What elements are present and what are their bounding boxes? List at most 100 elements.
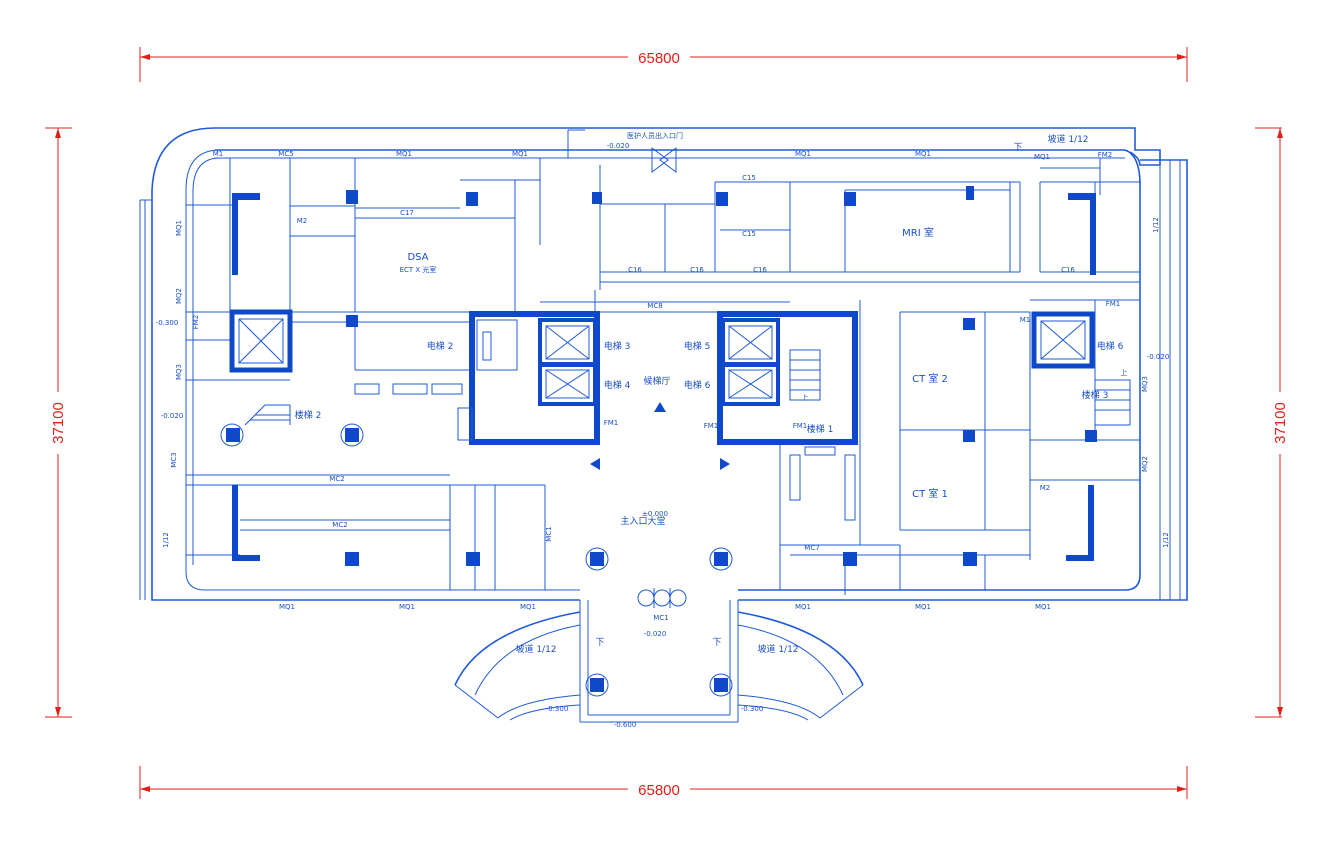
label-mq1-i: MQ1 [795, 603, 811, 611]
label-mq1-b: MQ1 [512, 150, 528, 158]
elevation-labels: -0.020 -0.020 -0.020 -0.020 -0.300 -0.30… [156, 142, 1170, 729]
label-elev-300-side: -0.300 [156, 319, 179, 327]
seating [354, 383, 856, 521]
dimension-bottom: 65800 [139, 766, 1188, 799]
label-ramp-top: 坡道 1/12 [1047, 133, 1088, 145]
dimension-right: 37100 [1255, 127, 1290, 718]
label-c16-b: C16 [690, 266, 704, 274]
label-mc1-side: MC1 [545, 526, 553, 541]
dimension-top-value: 65800 [638, 50, 680, 67]
slope-labels: 坡道 1/12 坡道 1/12 坡道 1/12 1/12 1/12 1/12 [162, 133, 1170, 655]
label-elevator-6b: 电梯 6 [1097, 340, 1124, 352]
label-mq2-right: MQ2 [1141, 456, 1149, 472]
label-stair-2: 楼梯 2 [295, 409, 322, 421]
stair-3 [1094, 379, 1131, 426]
label-elevator-3: 电梯 3 [604, 340, 631, 352]
label-dsa-sub: ECT X 光室 [400, 265, 437, 274]
label-mq1-k: MQ1 [1035, 603, 1051, 611]
label-mc5: MC5 [278, 150, 293, 158]
thick-walls [232, 186, 974, 561]
label-c16-a: C16 [628, 266, 642, 274]
dimension-top: 65800 [139, 47, 1188, 82]
label-elevator-4: 电梯 4 [604, 379, 631, 391]
entrance-canopy [454, 588, 864, 723]
medical-entrance-door [567, 129, 677, 173]
label-mq1-j: MQ1 [915, 603, 931, 611]
dimension-left: 37100 [45, 127, 72, 718]
label-ct2: CT 室 2 [912, 372, 948, 385]
stair-core-right [1031, 193, 1096, 561]
label-slope-left: 1/12 [162, 532, 170, 548]
central-elevator-core [469, 311, 600, 445]
label-mq1-h: MQ1 [520, 603, 536, 611]
stair-2 [244, 404, 291, 426]
label-m2-b: M2 [1040, 484, 1051, 492]
label-m1-a: M1 [213, 150, 224, 158]
label-m1-b: M1 [1020, 316, 1031, 324]
label-fm1-c: FM1 [793, 422, 808, 430]
dimension-bottom-value: 65800 [638, 782, 680, 799]
structural-columns [220, 190, 1097, 697]
label-mc2-a: MC2 [329, 475, 344, 483]
label-mc1: MC1 [653, 614, 668, 622]
label-mq1-f: MQ1 [279, 603, 295, 611]
label-mq1-left: MQ1 [175, 220, 183, 236]
label-mc3-left: MC3 [170, 452, 178, 467]
label-fm2-top: FM2 [1098, 151, 1113, 159]
label-elev-600: -0.600 [614, 721, 637, 729]
mark-down-top: 下 [1013, 143, 1022, 153]
label-mq1-a: MQ1 [396, 150, 412, 158]
label-elevator-6: 电梯 6 [684, 379, 711, 391]
label-c16-c: C16 [753, 266, 767, 274]
label-elevator-hall: 候梯厅 [643, 375, 670, 387]
label-elev-right: -0.020 [1147, 353, 1170, 361]
label-mc2-b: MC2 [332, 521, 347, 529]
label-medical-entrance: 医护人员出入口门 [627, 131, 683, 140]
label-mc7: MC7 [804, 544, 819, 552]
door-labels: MC5 MQ1 MQ1 MQ1 MQ1 MQ1 FM2 MQ1 MQ1 MQ1 … [170, 150, 1149, 622]
label-elevator-5: 电梯 5 [684, 340, 711, 352]
stair-core-left [229, 193, 293, 373]
label-fm2-left: FM2 [192, 315, 200, 330]
label-mc8: MC8 [647, 302, 662, 310]
label-fm1-d: FM1 [1106, 300, 1121, 308]
direction-arrows [590, 402, 730, 470]
label-elevator-2: 电梯 2 [427, 340, 454, 352]
label-elev-left: -0.020 [161, 412, 184, 420]
label-elev-300-left: -0.300 [546, 705, 569, 713]
interior-walls [186, 158, 1140, 595]
label-entrance-hall: 主入口大堂 [620, 515, 665, 527]
label-elev-top: -0.020 [607, 142, 630, 150]
building-outline [139, 127, 1188, 601]
label-m2-a: M2 [297, 217, 308, 225]
label-mq1-d: MQ1 [915, 150, 931, 158]
label-fm1-b: FM1 [704, 422, 719, 430]
label-ct1: CT 室 1 [912, 487, 948, 500]
mark-down-right: 下 [712, 638, 721, 648]
label-slope-right-top: 1/12 [1152, 217, 1160, 233]
room-labels: DSA ECT X 光室 MRI 室 CT 室 2 CT 室 1 主入口大堂 候… [295, 131, 1124, 527]
mark-down-left: 下 [595, 638, 604, 648]
label-dsa: DSA [407, 252, 428, 263]
mark-up-stair-3: 上 [1121, 368, 1128, 377]
mark-up-stair: 上 [802, 393, 809, 402]
label-mq3-left: MQ3 [175, 364, 183, 380]
label-mq1-g: MQ1 [399, 603, 415, 611]
dimension-right-value: 37100 [1272, 402, 1289, 444]
label-ramp-right: 坡道 1/12 [757, 643, 798, 655]
label-elev-300-right: -0.300 [741, 705, 764, 713]
label-fm1-a: FM1 [604, 419, 619, 427]
label-stair-3: 楼梯 3 [1082, 389, 1109, 401]
label-mq1-c: MQ1 [795, 150, 811, 158]
label-mq1-e: MQ1 [1034, 153, 1050, 161]
label-c15-b: C15 [742, 230, 756, 238]
label-c15-a: C15 [742, 174, 756, 182]
label-c16-d: C16 [1061, 266, 1075, 274]
label-elev-canopy: -0.020 [644, 630, 667, 638]
label-slope-right: 1/12 [1162, 532, 1170, 548]
label-mri: MRI 室 [902, 226, 934, 239]
dimension-left-value: 37100 [50, 402, 67, 444]
label-mq3-right: MQ3 [1141, 376, 1149, 392]
label-c17: C17 [400, 209, 414, 217]
